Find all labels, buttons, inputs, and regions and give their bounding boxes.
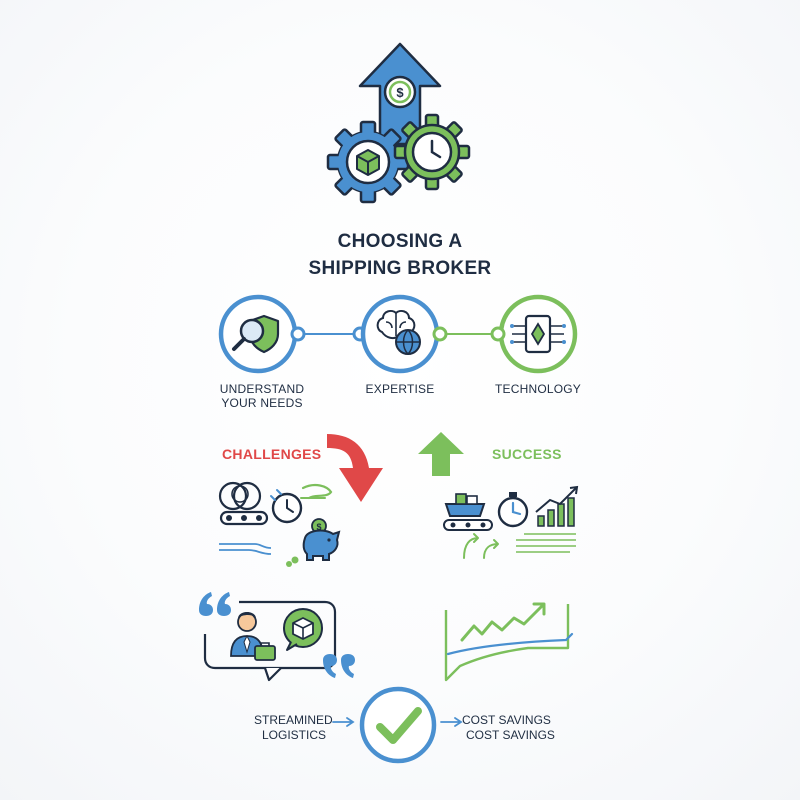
down-arrow-icon (327, 434, 383, 502)
testimonial-bubble (199, 592, 355, 682)
conveyor-belt-icon (219, 510, 269, 526)
dollar-coin-icon: $ (383, 75, 417, 109)
brain-globe-icon (376, 309, 421, 355)
arrow-right-icon (332, 717, 355, 727)
wind-lines-icon (300, 483, 333, 500)
step-technology-circle (490, 294, 578, 374)
conveyor-belt-success-icon (443, 519, 493, 531)
step-label-expertise: EXPERTISE (365, 382, 435, 396)
challenges-icons: $ (218, 481, 341, 567)
challenges-label: CHALLENGES (222, 446, 322, 462)
open-quote-icon (199, 592, 231, 616)
outcome-left-label: STREAMINED LOGISTICS (254, 713, 333, 742)
smart-device-icon (510, 314, 566, 354)
title-line-2: SHIPPING BROKER (308, 258, 492, 279)
flow-lines-icon (219, 543, 272, 555)
svg-text:$: $ (396, 85, 404, 100)
step-expertise-circle (352, 294, 448, 374)
cargo-ship-icon (444, 493, 486, 517)
flow-lines-success-icon (516, 533, 576, 553)
close-quote-icon (323, 654, 355, 678)
clock-gear-icon (393, 113, 471, 191)
step-label-understand: UNDERSTAND YOUR NEEDS (219, 382, 305, 410)
step-understand-circle (218, 294, 306, 374)
page-title: CHOOSING A SHIPPING BROKER (0, 228, 800, 282)
stopwatch-success-icon (497, 492, 529, 528)
tangled-rings-icon (218, 481, 262, 511)
svg-text:$: $ (316, 522, 321, 532)
checkmark-circle-icon (359, 686, 437, 764)
arrow-right-2-icon (440, 717, 463, 727)
box-chat-icon (283, 608, 323, 651)
piggy-bank-icon: $ (286, 518, 341, 567)
up-arrow-success-icon (418, 432, 464, 476)
success-label: SUCCESS (492, 446, 562, 462)
trend-chart-bubble (444, 602, 574, 682)
businessman-icon (230, 612, 276, 661)
title-line-1: CHOOSING A (337, 231, 463, 252)
success-icons (443, 485, 579, 559)
growth-chart-icon (535, 485, 579, 527)
box-gear-icon (326, 120, 410, 204)
emblem-gears-arrow: $ (326, 42, 471, 204)
step-label-technology: TECHNOLOGY (494, 382, 581, 396)
trend-up-icon (460, 602, 546, 642)
route-arrows-icon (463, 533, 499, 559)
stopwatch-icon (270, 489, 303, 524)
magnifier-shield-icon (232, 314, 280, 354)
outcome-right-label: COST SAVINGS COST SAVINGS (462, 713, 555, 742)
